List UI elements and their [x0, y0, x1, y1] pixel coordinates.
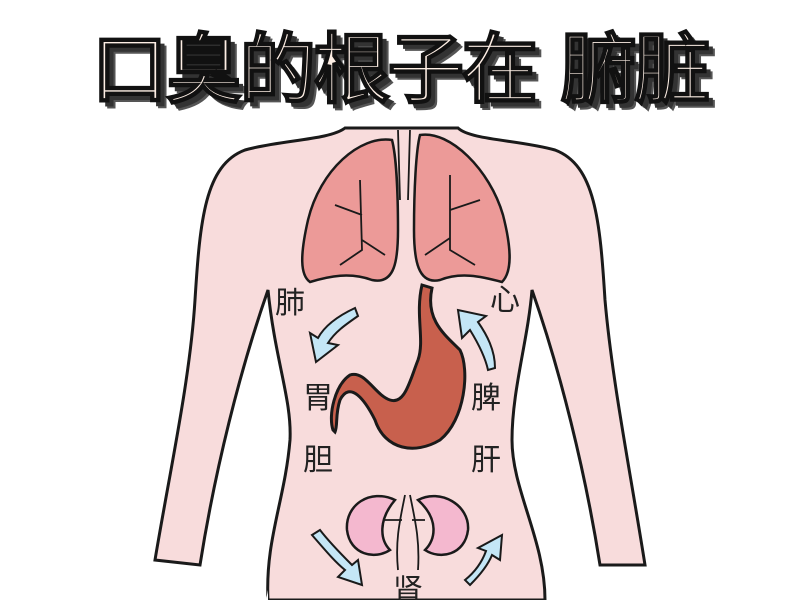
arrow-spleen-to-heart: [456, 308, 497, 372]
left-kidney: [345, 494, 398, 557]
arrow-lung-to-stomach: [308, 306, 360, 364]
right-kidney: [415, 494, 470, 557]
label-heart: 心: [490, 283, 520, 318]
title: 口臭的根子在 腑脏: [91, 24, 711, 115]
lungs: [301, 129, 511, 284]
label-kidney: 肾: [393, 573, 423, 600]
label-lung: 肺: [275, 286, 305, 321]
arrows: [308, 306, 504, 587]
arrow-kidney-right: [463, 533, 504, 587]
stomach: [329, 283, 467, 450]
kidneys: [345, 494, 470, 571]
label-spleen: 脾: [471, 381, 501, 416]
arrow-kidney-left: [310, 528, 364, 587]
label-gallbladder: 胆: [303, 443, 333, 478]
label-liver: 肝: [471, 443, 501, 478]
label-stomach: 胃: [303, 381, 333, 416]
arm-gap-left: [266, 590, 268, 600]
